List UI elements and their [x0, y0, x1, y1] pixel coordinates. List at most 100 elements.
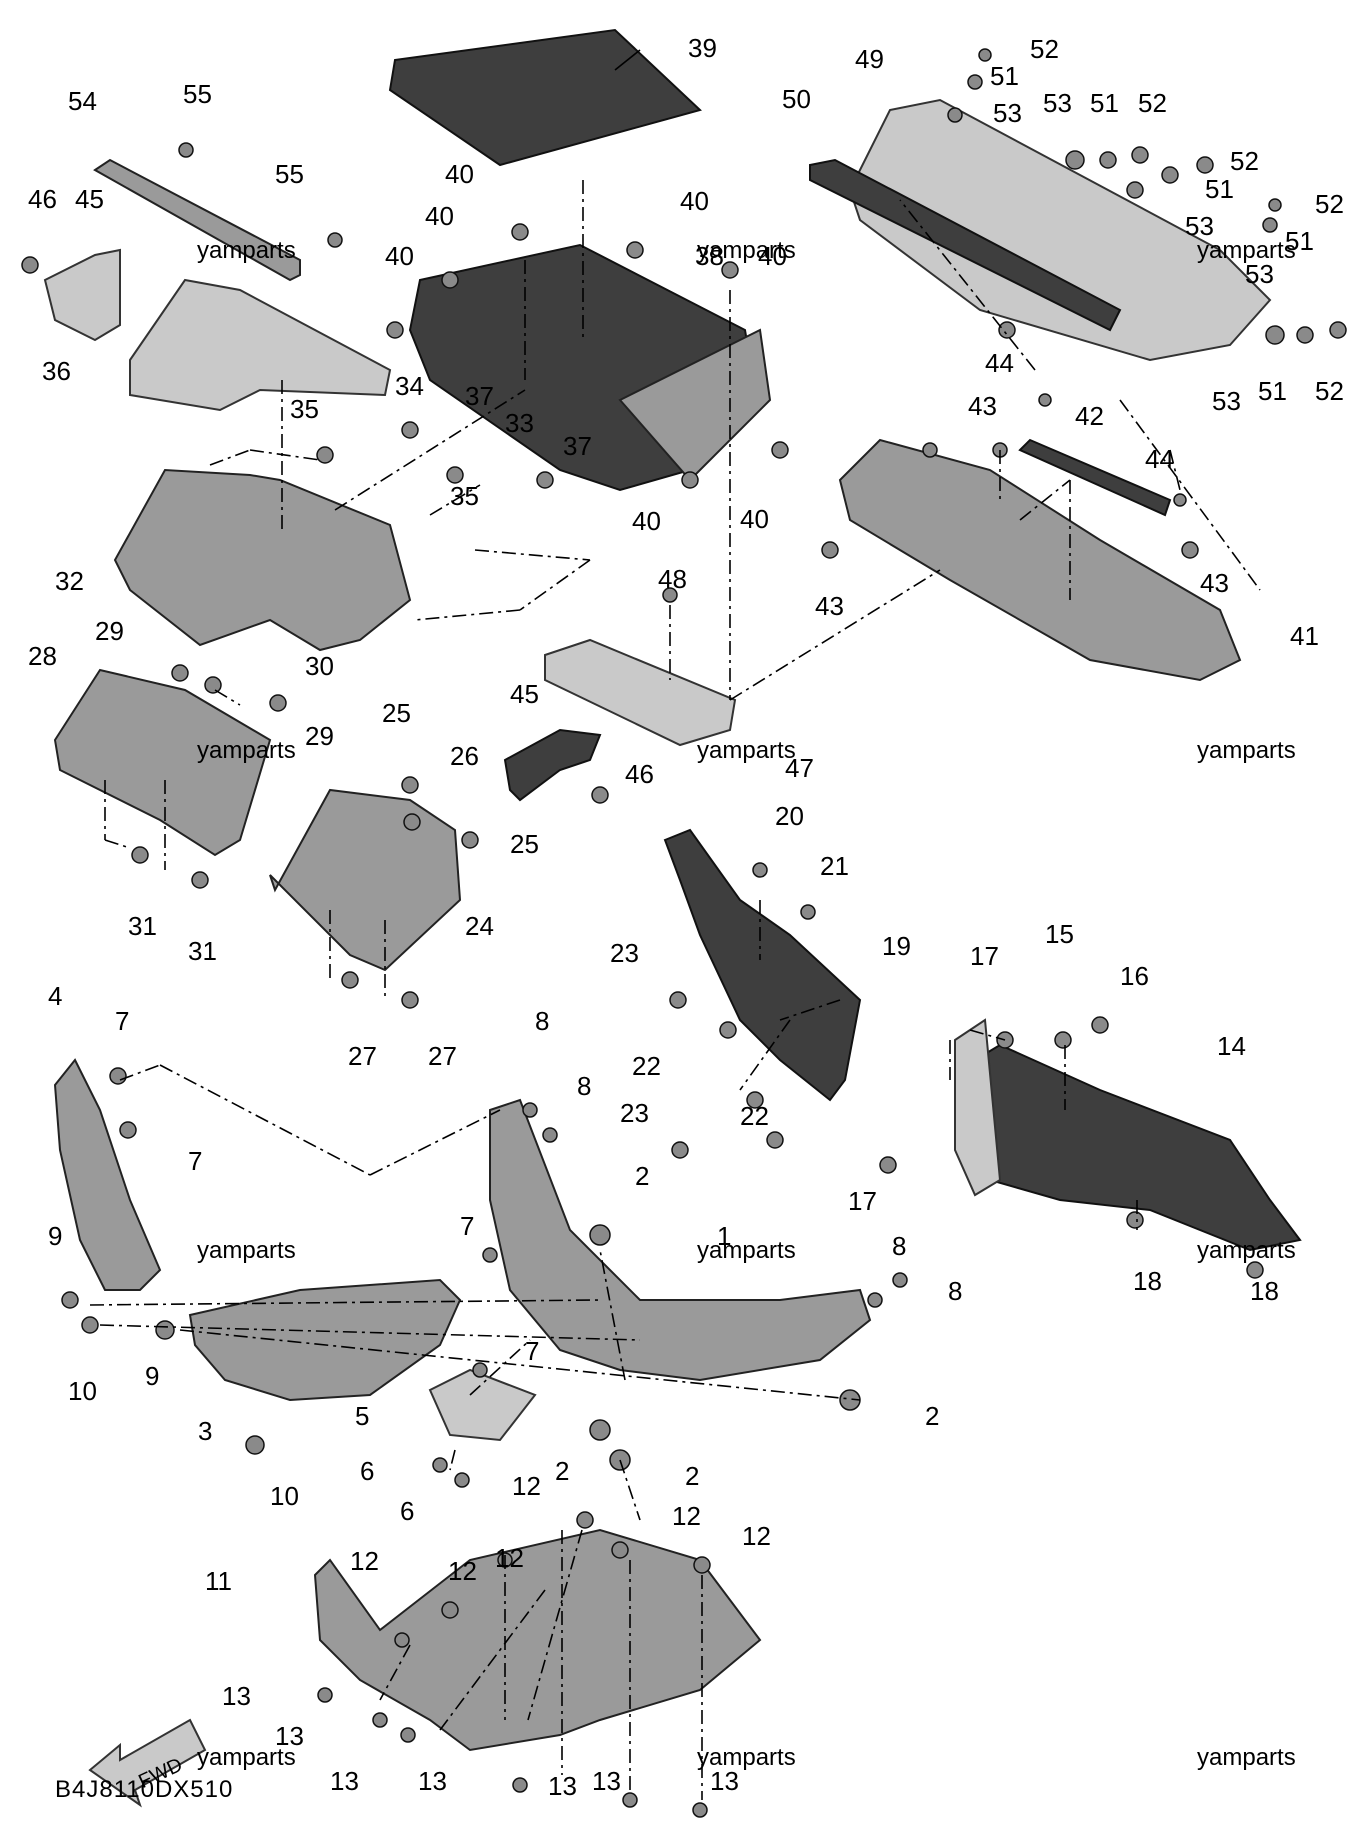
callout: 8 [948, 1276, 962, 1306]
callout: 20 [775, 801, 804, 831]
callout: 2 [635, 1161, 649, 1191]
callout: 53 [993, 98, 1022, 128]
callout: 44 [985, 348, 1014, 378]
callout: 49 [855, 44, 884, 74]
callout: 4 [48, 981, 62, 1011]
callout: 13 [222, 1681, 251, 1711]
callout: 40 [425, 201, 454, 231]
callout: 7 [188, 1146, 202, 1176]
callout: 33 [505, 408, 534, 438]
callout: 29 [95, 616, 124, 646]
callout: 43 [1200, 568, 1229, 598]
watermark: yamparts [697, 737, 796, 764]
callout: 22 [632, 1051, 661, 1081]
part-36-panel [129, 278, 392, 412]
callout: 51 [1285, 226, 1314, 256]
callout: 7 [115, 1006, 129, 1036]
part-28-box [53, 668, 272, 857]
callout: 40 [385, 241, 414, 271]
callout: 42 [1075, 401, 1104, 431]
callout: 35 [290, 394, 319, 424]
callout: 40 [740, 504, 769, 534]
callout: 36 [42, 356, 71, 386]
callout: 52 [1230, 146, 1259, 176]
callout: 44 [1145, 444, 1174, 474]
callout: 16 [1120, 961, 1149, 991]
watermark: yamparts [1197, 1744, 1296, 1771]
part-24-box [269, 788, 462, 972]
callout: 6 [360, 1456, 374, 1486]
callout: 17 [848, 1186, 877, 1216]
callout: 35 [450, 481, 479, 511]
callout: 12 [495, 1543, 524, 1573]
leader-lines [89, 49, 1261, 1800]
callout: 9 [145, 1361, 159, 1391]
part-50-strip [809, 158, 1122, 332]
watermarks: yamparts yamparts yamparts yamparts yamp… [197, 237, 1296, 1771]
callout: 52 [1138, 88, 1167, 118]
callout: 40 [758, 241, 787, 271]
part-14-right-guard [973, 1043, 1302, 1252]
callout: 40 [632, 506, 661, 536]
part-41-rear-panel [838, 438, 1242, 682]
callout: 6 [400, 1496, 414, 1526]
part-32-rear-cover [113, 468, 412, 652]
callout: 52 [1315, 376, 1344, 406]
callout: 23 [610, 938, 639, 968]
callout: 10 [270, 1481, 299, 1511]
callout: 55 [183, 79, 212, 109]
callout: 40 [680, 186, 709, 216]
part-47-plate [544, 638, 737, 747]
callout: 45 [75, 184, 104, 214]
part-45-small [503, 728, 602, 802]
part-39-mat [388, 28, 702, 167]
callout: 38 [695, 241, 724, 271]
part-14-bracket [954, 1018, 1002, 1197]
callout: 47 [785, 753, 814, 783]
callout: 30 [305, 651, 334, 681]
callout: 53 [1043, 88, 1072, 118]
callout: 13 [548, 1771, 577, 1801]
callout: 46 [28, 184, 57, 214]
part-54-strip [93, 158, 301, 282]
callout: 50 [782, 84, 811, 114]
callout: 51 [1258, 376, 1287, 406]
callout: 31 [188, 936, 217, 966]
callout: 13 [418, 1766, 447, 1796]
callout: 45 [510, 679, 539, 709]
callout: 53 [1212, 386, 1241, 416]
watermark: yamparts [697, 1237, 796, 1264]
part-5-plate [428, 1368, 537, 1442]
callout: 52 [1315, 189, 1344, 219]
callout: 43 [968, 391, 997, 421]
callout: 53 [1185, 211, 1214, 241]
callout: 25 [382, 698, 411, 728]
callout: 8 [892, 1231, 906, 1261]
callout: 18 [1133, 1266, 1162, 1296]
callout: 5 [355, 1401, 369, 1431]
callout: 7 [525, 1336, 539, 1366]
callout: 13 [275, 1721, 304, 1751]
part-42-strip [1018, 438, 1172, 517]
callout: 1 [717, 1221, 731, 1251]
watermark: yamparts [197, 237, 296, 264]
callout: 48 [658, 564, 687, 594]
callout: 8 [535, 1006, 549, 1036]
part-4-post [53, 1058, 162, 1291]
callout: 24 [465, 911, 494, 941]
callout: 27 [348, 1041, 377, 1071]
part-3-bumper [188, 1278, 462, 1402]
callout: 54 [68, 86, 97, 116]
callout: 37 [465, 381, 494, 411]
callout: 13 [710, 1766, 739, 1796]
callout: 18 [1250, 1276, 1279, 1306]
callout: 22 [740, 1101, 769, 1131]
callout: 13 [330, 1766, 359, 1796]
callout: 25 [510, 829, 539, 859]
callout: 12 [742, 1521, 771, 1551]
part-49-50-rail [848, 98, 1272, 362]
fasteners [21, 48, 1347, 1818]
callout: 26 [450, 741, 479, 771]
callout: 2 [925, 1401, 939, 1431]
callout: 2 [555, 1456, 569, 1486]
